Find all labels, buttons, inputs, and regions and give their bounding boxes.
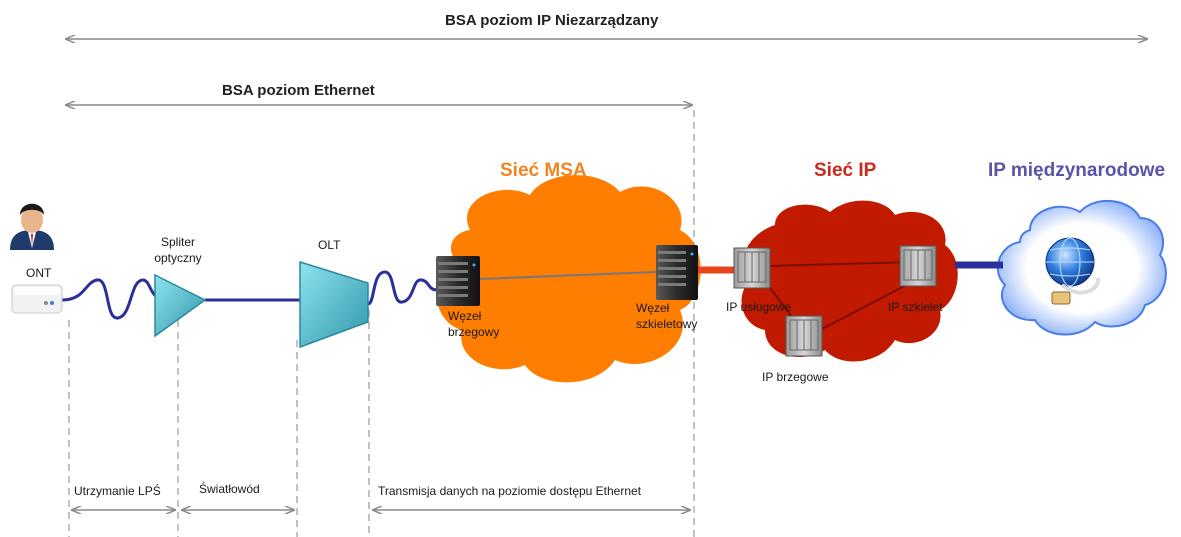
maintenance-label: Utrzymanie LPŚ: [74, 484, 161, 498]
ip-service-label: IP usługowe: [726, 300, 792, 314]
olt-trapezoid-icon: [299, 260, 369, 349]
olt-label: OLT: [318, 238, 341, 252]
transmission-label: Transmisja danych na poziomie dostępu Et…: [378, 484, 642, 498]
msa-cloud: [436, 175, 701, 383]
edge-node-server-icon: [436, 256, 480, 306]
top-range-label: BSA poziom IP Niezarządzany: [445, 12, 659, 29]
ip-edge-label: IP brzegowe: [762, 370, 829, 384]
core-node-label: Węzeł szkieletowy: [636, 300, 697, 332]
edge-node-label-line1: Węzeł: [448, 309, 482, 323]
ont-splitter-cable: [61, 278, 161, 320]
user-icon: [10, 203, 54, 250]
intl-network-label: IP międzynarodowe: [988, 160, 1166, 181]
msa-network-label: Sieć MSA: [500, 160, 587, 181]
splitter-label-line2: optyczny: [154, 251, 202, 265]
core-node-label-line2: szkieletowy: [636, 317, 698, 331]
core-node-server-icon: [656, 245, 698, 300]
globe-icon: [1045, 237, 1101, 305]
splitter-label-line1: Spliter: [160, 235, 195, 249]
ont-router-icon: [11, 284, 63, 314]
edge-core-link: [479, 271, 657, 280]
ip-service-router-icon: [733, 247, 771, 289]
edge-node-label: Węzeł brzegowy: [448, 308, 499, 340]
ip-edge-router-icon: [785, 315, 823, 357]
ip-core-label: IP szkielet: [888, 300, 943, 314]
core-node-label-line1: Węzeł: [636, 301, 670, 315]
ont-label: ONT: [26, 266, 52, 280]
ethernet-range-label: BSA poziom Ethernet: [222, 82, 375, 99]
ip-core-router-icon: [899, 245, 937, 287]
boundary-lines: [68, 110, 695, 537]
edge-node-label-line2: brzegowy: [448, 325, 500, 339]
ip-network-label: Sieć IP: [814, 160, 877, 181]
splitter-triangle-icon: [154, 273, 207, 338]
splitter-label: Spliter optyczny: [150, 234, 206, 266]
olt-edge-cable: [367, 270, 438, 306]
fiber-label: Światłowód: [199, 482, 260, 496]
